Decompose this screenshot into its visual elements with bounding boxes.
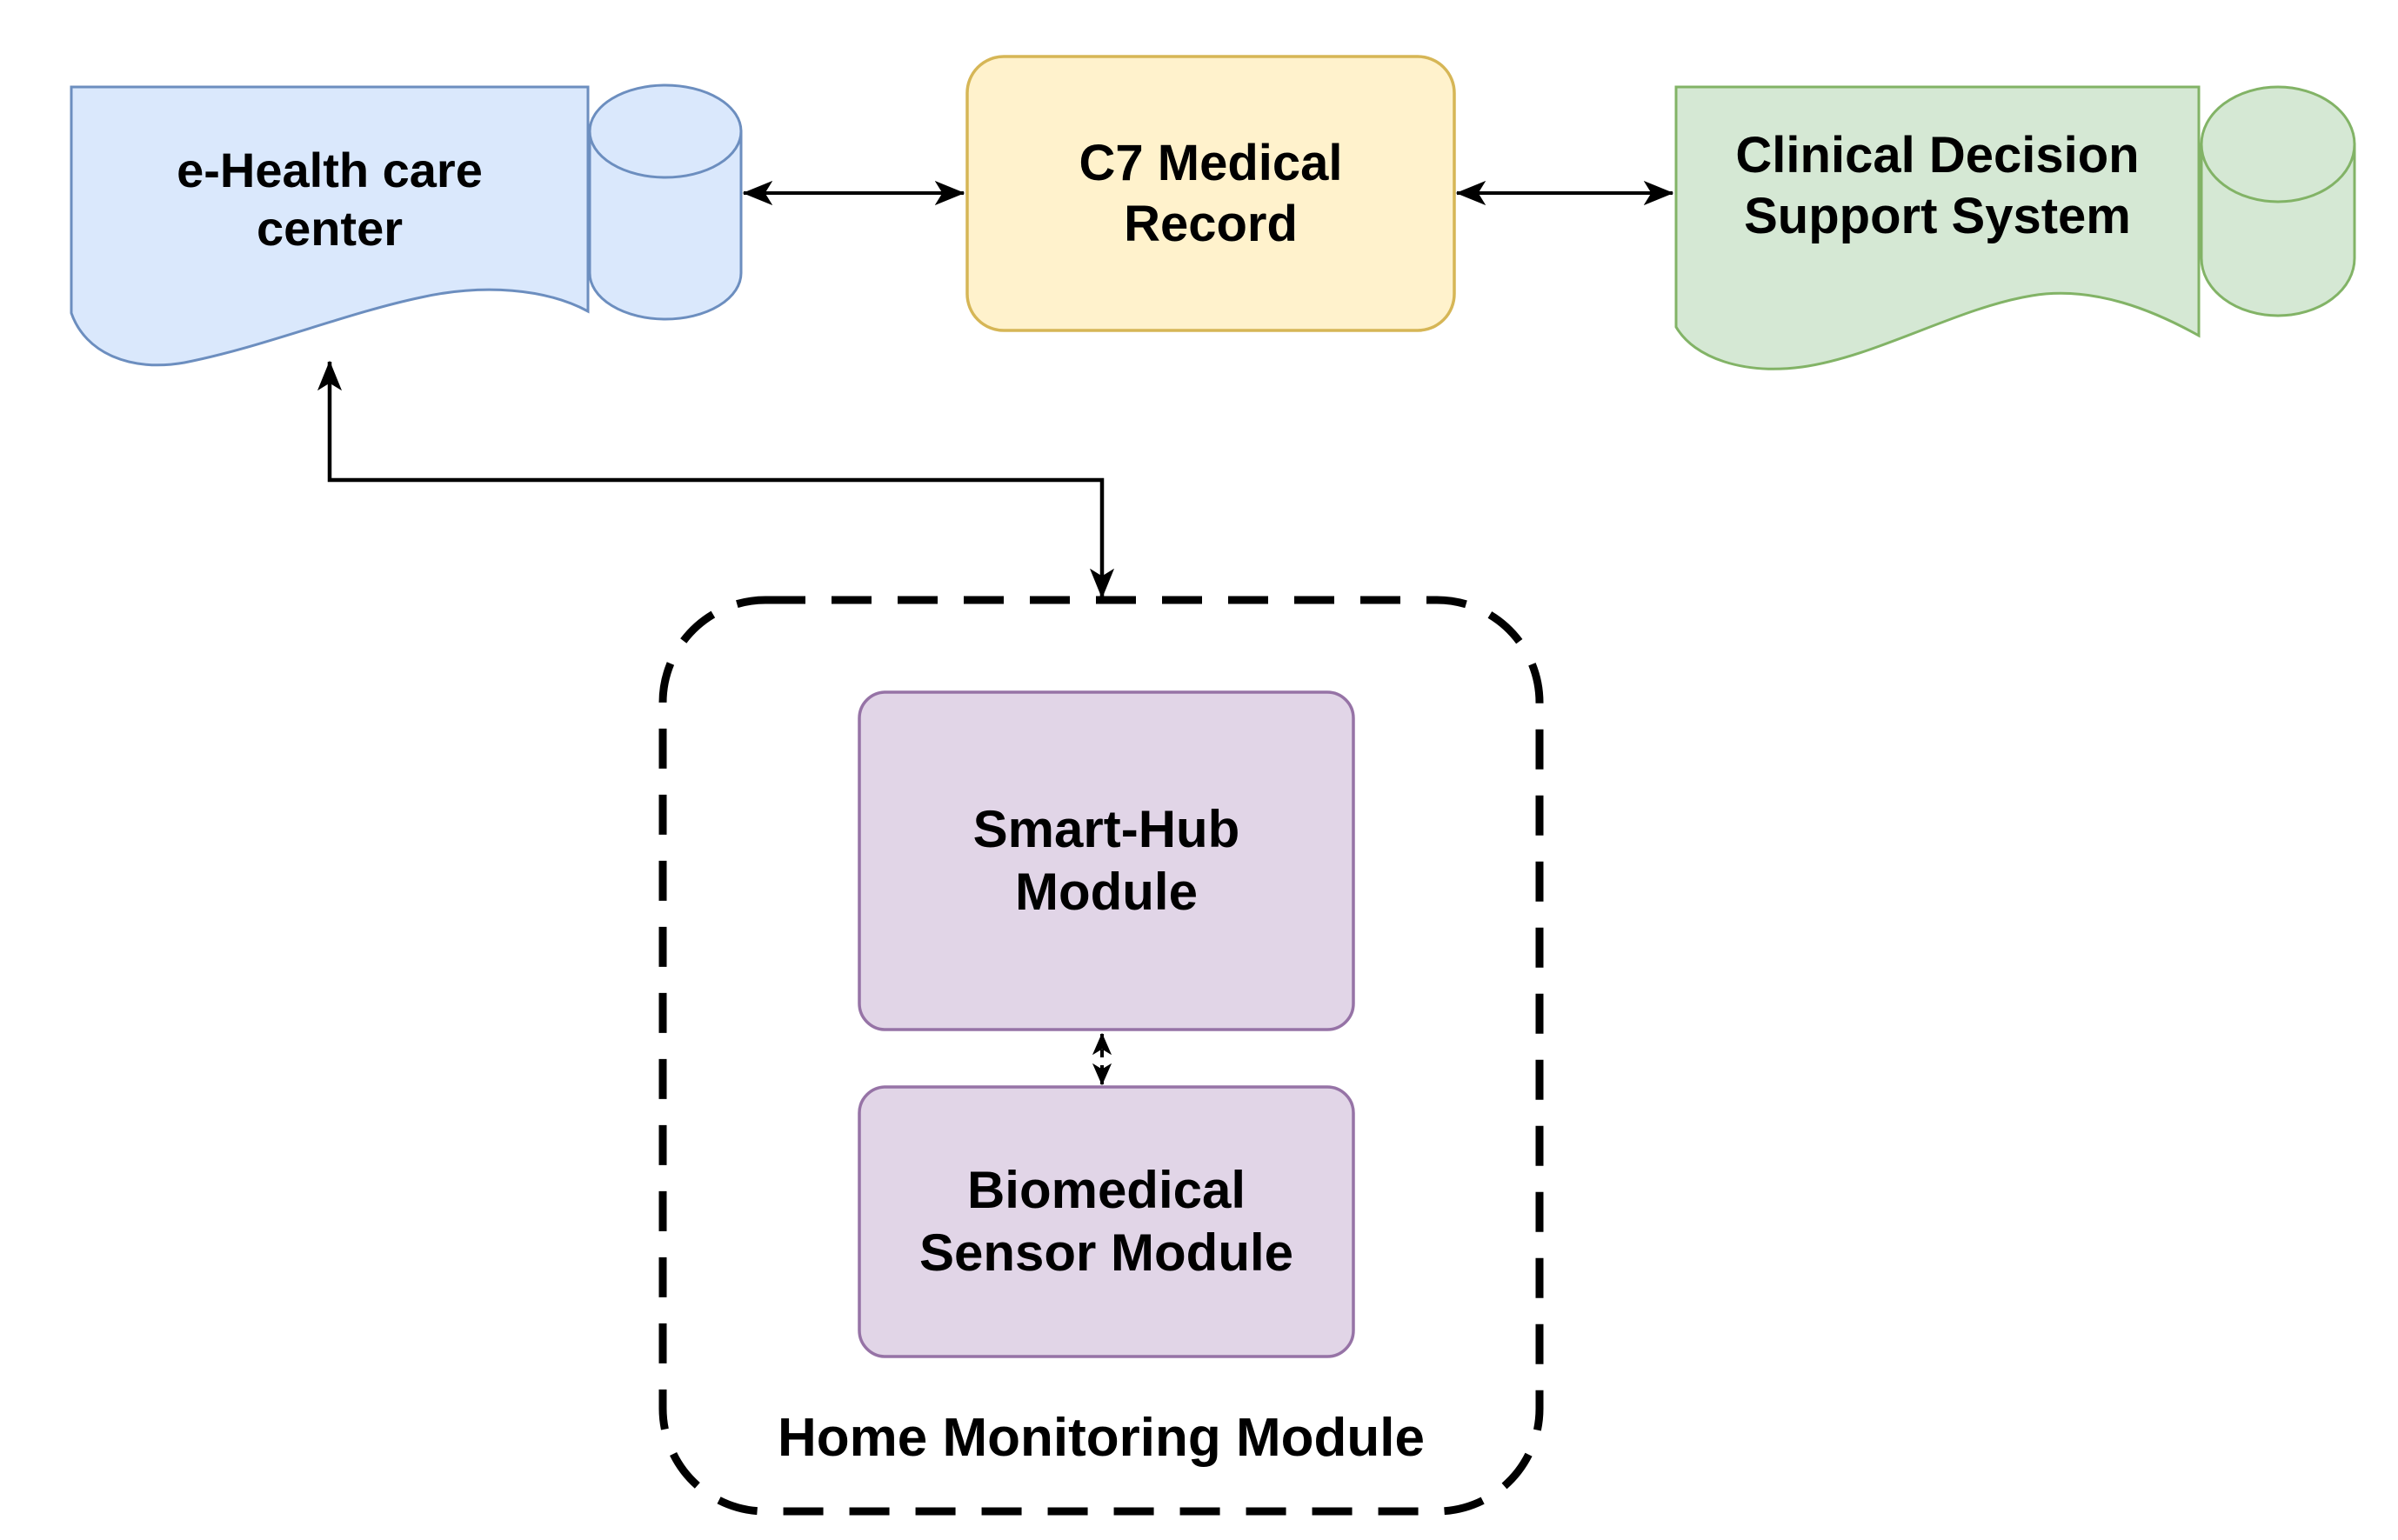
ehealth-document-shape bbox=[70, 85, 590, 367]
edge-home-monitoring-ehealth bbox=[330, 362, 1102, 597]
smart-hub-box bbox=[858, 690, 1355, 1031]
home-monitoring-container bbox=[658, 596, 1544, 1516]
ehealth-database-icon bbox=[588, 83, 743, 321]
cdss-database-icon bbox=[2200, 85, 2356, 317]
medical-record-box bbox=[965, 55, 1456, 332]
biomedical-sensor-box bbox=[858, 1085, 1355, 1358]
cdss-document-shape bbox=[1674, 85, 2201, 370]
cdss-cylinder-top bbox=[2200, 85, 2356, 203]
ehealth-cylinder-body bbox=[588, 130, 743, 321]
ehealth-cylinder-top bbox=[588, 83, 743, 179]
